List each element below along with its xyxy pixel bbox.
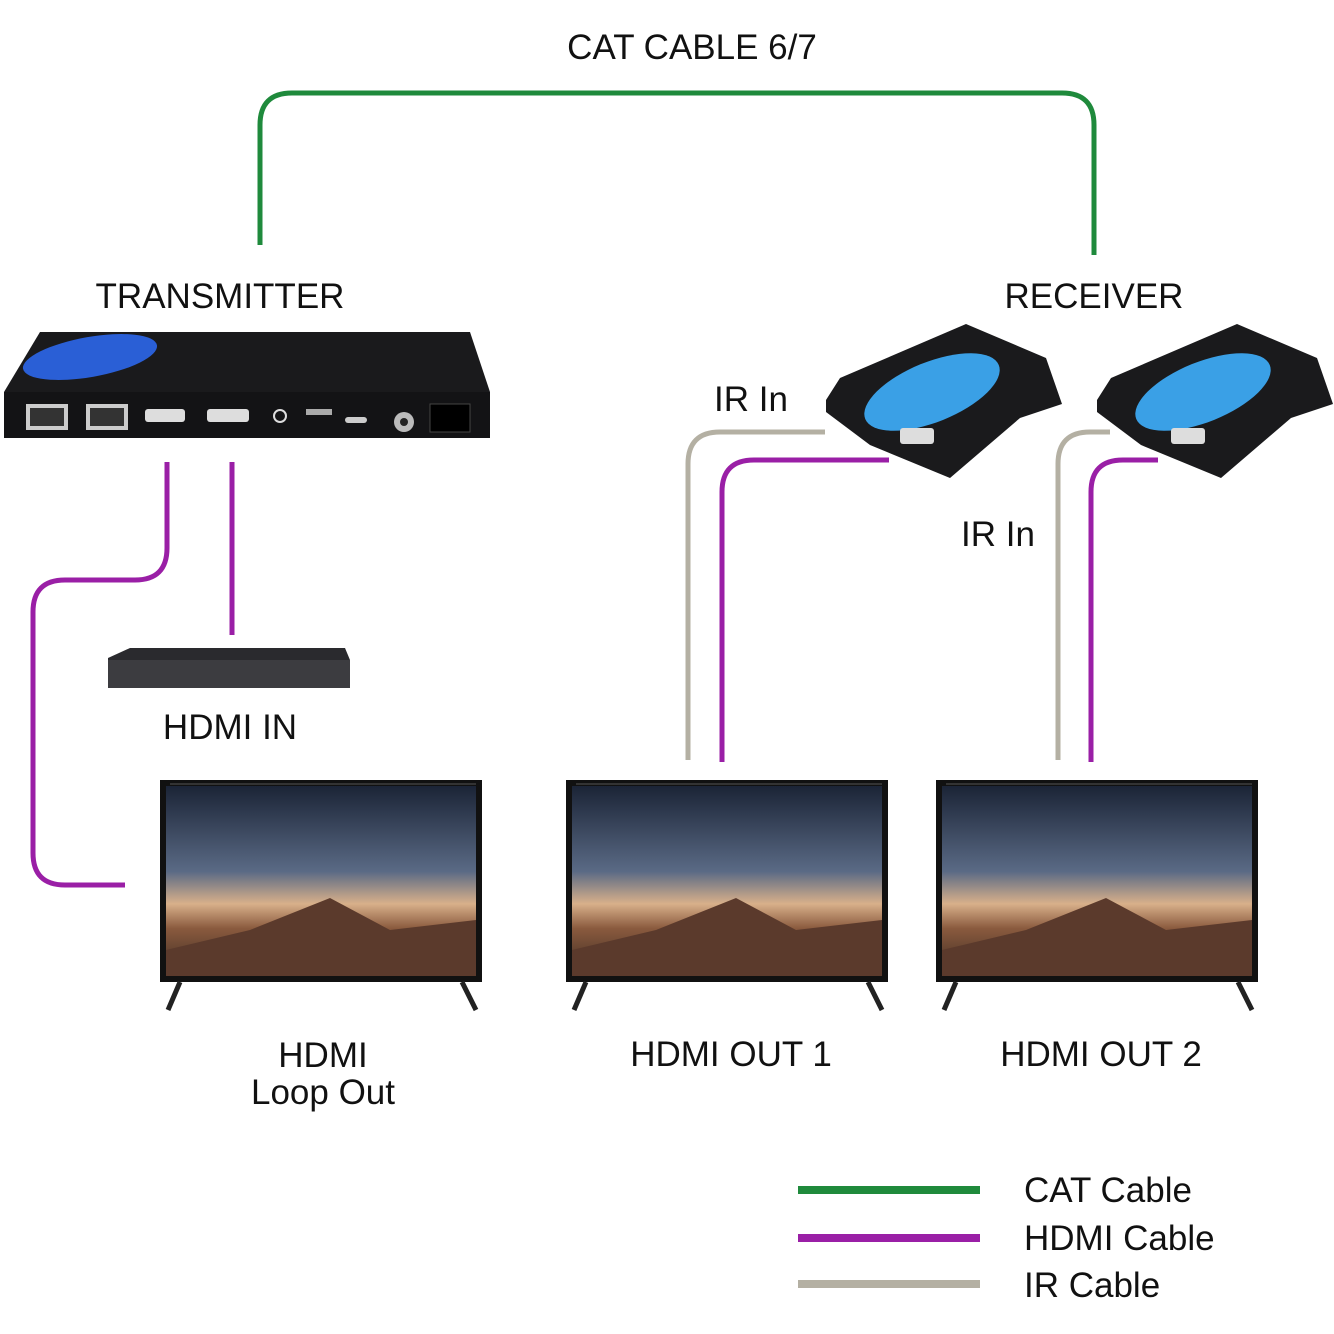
- hdmi-in-label: HDMI IN: [162, 708, 298, 747]
- legend-cat-label: CAT Cable: [1024, 1171, 1192, 1210]
- cat-cable-label: CAT CABLE 6/7: [567, 28, 817, 67]
- hdmi-out-2-label: HDMI OUT 2: [1000, 1035, 1202, 1074]
- receiver-device-2: [1097, 324, 1333, 478]
- transmitter-device: [4, 332, 490, 438]
- legend-ir-label: IR Cable: [1024, 1266, 1161, 1305]
- hdmi-out-1-label: HDMI OUT 1: [630, 1035, 832, 1074]
- ir-cable-1: [685, 429, 825, 760]
- receiver-label: RECEIVER: [1004, 277, 1184, 316]
- hdmi-cable-out-1: [719, 457, 889, 762]
- transmitter-label: TRANSMITTER: [95, 277, 345, 316]
- dvd-player: [108, 648, 350, 688]
- ir-in-label-2: IR In: [961, 515, 1035, 554]
- loop-out-label-line1: HDMI: [278, 1036, 368, 1075]
- hdmi-cable-loop-out: [30, 462, 170, 888]
- loop-out-label-line2: Loop Out: [251, 1073, 395, 1112]
- tv-loop-out: [160, 780, 482, 1010]
- ir-in-label-1: IR In: [714, 380, 788, 419]
- tv-out-2: [936, 780, 1258, 1010]
- cat-cable-line: [257, 90, 1097, 255]
- hdmi-cable-out-2: [1088, 457, 1158, 762]
- ir-cable-2: [1055, 429, 1110, 760]
- legend-hdmi-label: HDMI Cable: [1024, 1219, 1215, 1258]
- receiver-device-1: [826, 324, 1062, 478]
- tv-out-1: [566, 780, 888, 1010]
